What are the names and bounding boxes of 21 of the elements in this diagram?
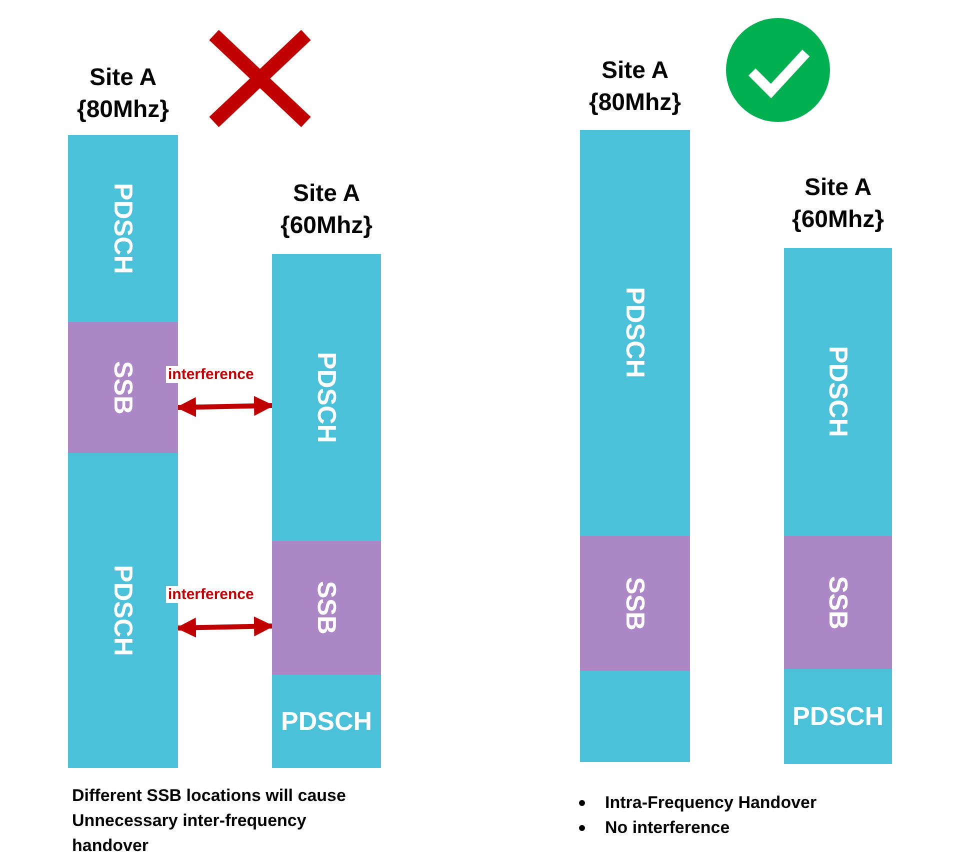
band-segment: PDSCH xyxy=(272,254,381,541)
double-arrow xyxy=(176,396,274,418)
band-segment: SSB xyxy=(784,536,892,669)
band-segment: PDSCH xyxy=(68,135,178,322)
edge-label: interference xyxy=(166,366,256,382)
double-arrow xyxy=(176,616,274,638)
band-segment: SSB xyxy=(580,536,690,671)
note-text: Different SSB locations will cause Unnecessary inter-frequency handover xyxy=(72,785,347,857)
edge-label: interference xyxy=(166,586,256,603)
bullet-item: Intra-Frequency Handover xyxy=(605,792,818,814)
band-segment: PDSCH xyxy=(784,248,892,536)
bullet-item: No interference xyxy=(605,817,731,839)
band-segment: PDSCH xyxy=(272,675,381,768)
band-segment: PDSCH xyxy=(784,669,892,764)
band-segment: PDSCH xyxy=(580,130,690,536)
band-segment: SSB xyxy=(272,541,381,675)
column-heading: Site A {60Mhz} xyxy=(790,173,886,235)
empty-band-segment xyxy=(580,671,690,762)
column-heading: Site A {80Mhz} xyxy=(588,56,682,118)
column-heading: Site A {60Mhz} xyxy=(279,179,374,241)
column-heading: Site A {80Mhz} xyxy=(76,63,170,125)
